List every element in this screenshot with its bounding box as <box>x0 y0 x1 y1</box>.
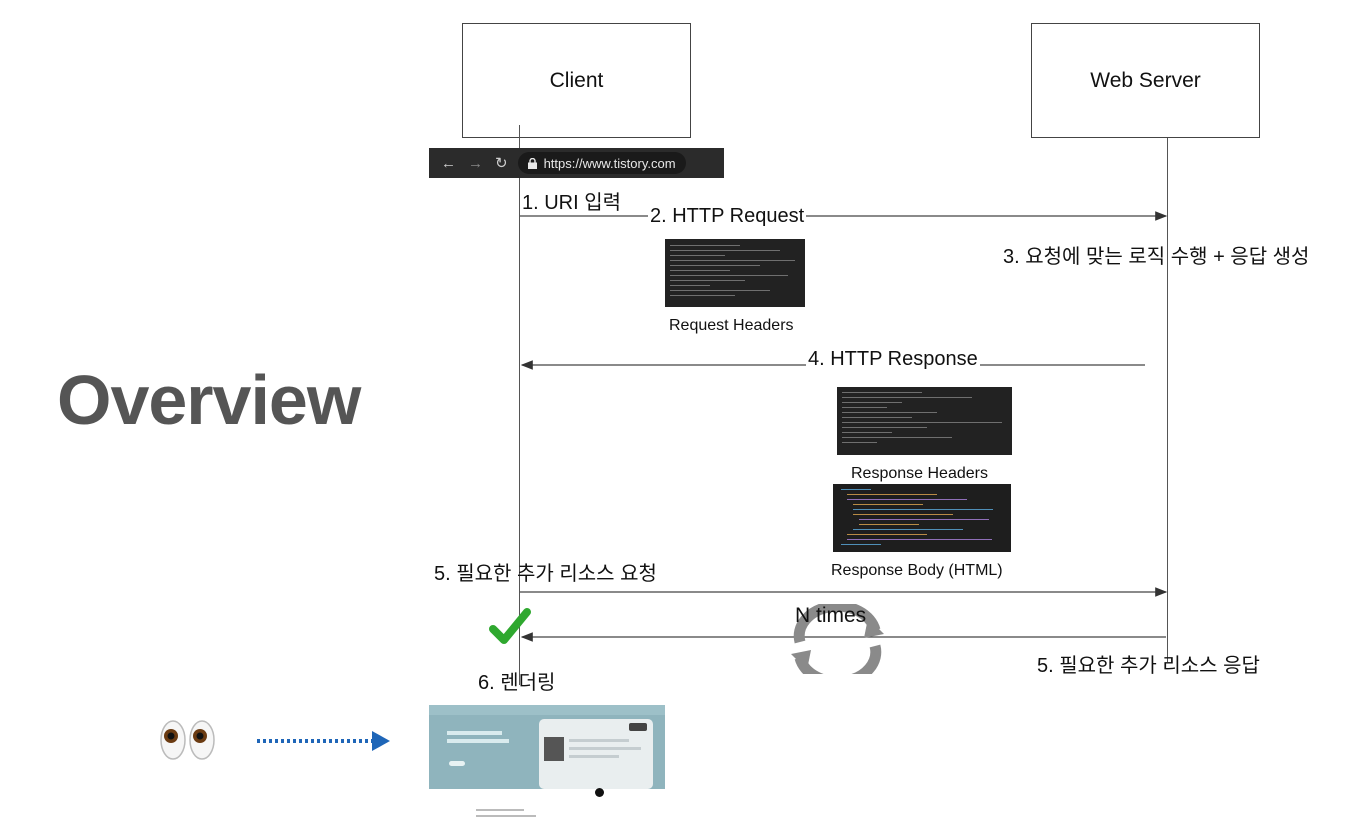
client-label: Client <box>549 68 604 92</box>
browser-address-bar: ← → ↻ https://www.tistory.com <box>429 148 724 178</box>
server-label: Web Server <box>1090 68 1201 92</box>
response-headers-caption: Response Headers <box>851 465 988 482</box>
dotted-arrow-head <box>372 731 390 751</box>
url-text: https://www.tistory.com <box>543 155 676 171</box>
step-5-request-label: 5. 필요한 추가 리소스 요청 <box>434 563 657 585</box>
arrow-right-icon[interactable]: → <box>468 154 483 172</box>
client-lifeline <box>519 125 520 685</box>
step-2-label: 2. HTTP Request <box>648 205 807 228</box>
page-title: Overview <box>57 361 361 439</box>
request-headers-screenshot <box>665 239 805 307</box>
step-4-label: 4. HTTP Response <box>806 348 980 371</box>
check-icon <box>489 608 531 644</box>
reload-icon[interactable]: ↻ <box>495 155 508 172</box>
server-box: Web Server <box>1031 23 1260 138</box>
eyes-icon <box>160 720 215 760</box>
lock-icon <box>527 157 537 169</box>
url-field[interactable]: https://www.tistory.com <box>517 152 686 174</box>
step-5-response-label: 5. 필요한 추가 리소스 응답 <box>1037 655 1260 677</box>
response-body-caption: Response Body (HTML) <box>831 562 1003 579</box>
arrow-left-icon[interactable]: ← <box>441 154 456 172</box>
rendered-page-preview <box>429 705 665 789</box>
response-headers-screenshot <box>837 387 1012 455</box>
refresh-loop-icon <box>791 604 884 674</box>
step-1-label: 1. URI 입력 <box>522 192 622 214</box>
step-6-label: 6. 렌더링 <box>478 672 556 694</box>
client-box: Client <box>462 23 691 138</box>
preview-caption-line-1 <box>476 809 524 811</box>
preview-caption-line-2 <box>476 815 536 817</box>
request-headers-caption: Request Headers <box>669 317 794 334</box>
step-3-label: 3. 요청에 맞는 로직 수행 + 응답 생성 <box>1003 246 1310 268</box>
loop-label: N times <box>795 604 867 627</box>
cursor-dot <box>595 788 604 797</box>
server-lifeline <box>1167 138 1168 662</box>
response-body-screenshot <box>833 484 1011 552</box>
